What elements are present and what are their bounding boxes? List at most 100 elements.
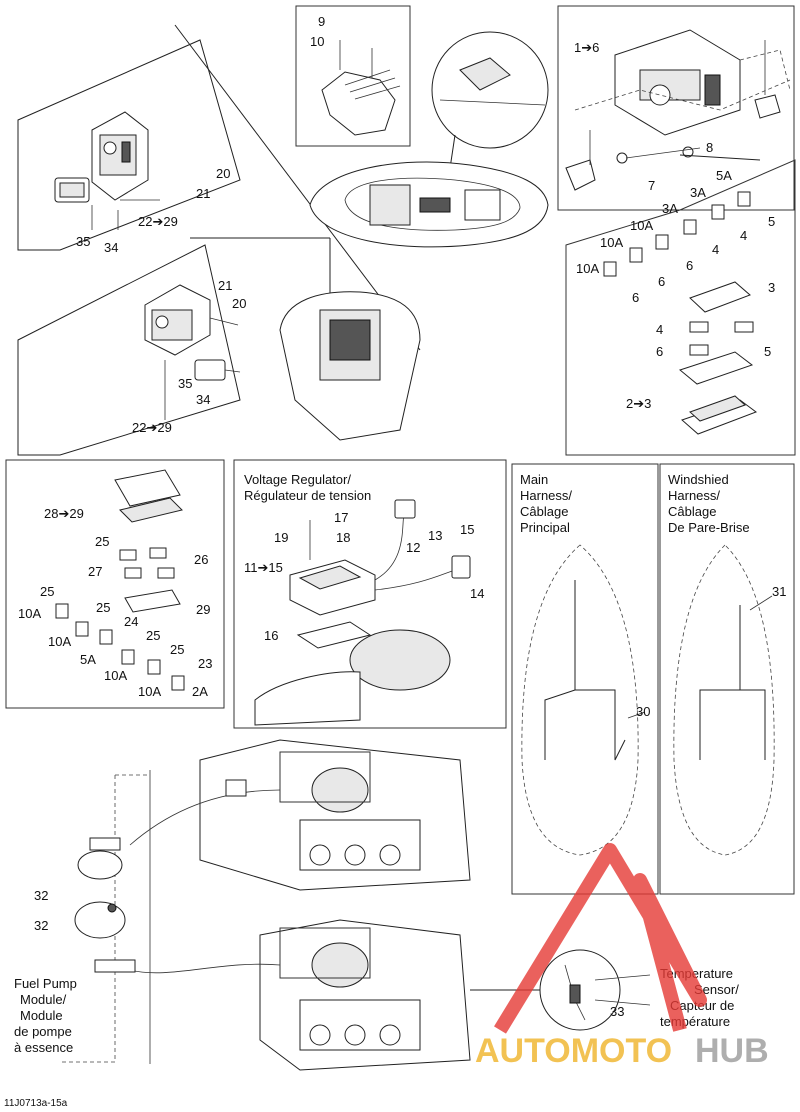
hull-front-view [279, 291, 421, 441]
regulator-unit [289, 559, 376, 616]
callout-6-d: 6 [656, 344, 663, 359]
callout-21-mid: 21 [218, 278, 232, 293]
callout-28-29: 28➔29 [44, 506, 84, 521]
callout-25-e: 25 [170, 642, 184, 657]
windshield-harness-title-4: De Pare-Brise [668, 520, 750, 535]
callout-5-b: 5 [764, 344, 771, 359]
callout-5A-b: 5A [80, 652, 96, 667]
mid-left-assembly: 21 20 35 34 22➔29 [17, 237, 331, 456]
callout-15: 15 [460, 522, 474, 537]
callout-25-d: 25 [146, 628, 160, 643]
callout-25-b: 25 [40, 584, 54, 599]
hull-top-view [309, 161, 549, 248]
callout-13: 13 [428, 528, 442, 543]
main-harness-title-3: Câblage [520, 504, 568, 519]
engine-lower [129, 919, 471, 1071]
fuse-box-top-left [91, 111, 149, 201]
fuel-pump-label-5: à essence [14, 1040, 73, 1055]
callout-12: 12 [406, 540, 420, 555]
callout-4-b: 4 [712, 242, 719, 257]
main-harness-title-4: Principal [520, 520, 570, 535]
fuel-pump-label-1: Fuel Pump [14, 976, 77, 991]
callout-9: 9 [318, 14, 325, 29]
magnifier-detail [431, 31, 549, 236]
callout-10: 10 [310, 34, 324, 49]
fuel-pump-label-4: de pompe [14, 1024, 72, 1039]
callout-20: 20 [216, 166, 230, 181]
callout-2A: 2A [192, 684, 208, 699]
callout-11-15: 11➔15 [244, 560, 283, 575]
relay-top-left [54, 177, 90, 203]
windshield-harness-title-3: Câblage [668, 504, 716, 519]
fuse-holder-exploded: 28➔29 25 26 27 25 10A 25 29 10A 24 25 5A… [5, 459, 225, 709]
callout-31: 31 [772, 584, 786, 599]
top-left-assembly: 20 21 22➔29 35 34 [17, 24, 421, 351]
air-filter [254, 629, 451, 726]
callout-6-b: 6 [658, 274, 665, 289]
callout-6: 6 [686, 258, 693, 273]
callout-23: 23 [198, 656, 212, 671]
callout-5A: 5A [716, 168, 732, 183]
callout-3: 3 [768, 280, 775, 295]
windshield-harness-title-1: Windshied [668, 472, 729, 487]
callout-19: 19 [274, 530, 288, 545]
watermark-text-1: AUTOMOTO [475, 1032, 672, 1070]
callout-25-c: 25 [96, 600, 110, 615]
windshield-harness-title-2: Harness/ [668, 488, 720, 503]
callout-10A-3: 10A [576, 261, 599, 276]
watermark-text-2: HUB [695, 1032, 769, 1070]
callout-4-c: 4 [656, 322, 663, 337]
callout-6-c: 6 [632, 290, 639, 305]
callout-32-b: 32 [34, 918, 48, 933]
callout-29: 29 [196, 602, 210, 617]
callout-7: 7 [648, 178, 655, 193]
main-harness-title-2: Harness/ [520, 488, 572, 503]
callout-17: 17 [334, 510, 348, 525]
temp-sensor-label-2: Sensor/ [694, 982, 739, 997]
connector-detail: 9 10 [295, 5, 411, 147]
callout-1-6: 1➔6 [574, 40, 599, 55]
callout-33: 33 [610, 1004, 624, 1019]
callout-34-mid: 34 [196, 392, 210, 407]
callout-8: 8 [706, 140, 713, 155]
watermark-logo [494, 843, 707, 1034]
callout-35-mid: 35 [178, 376, 192, 391]
fuel-pump-parts: 32 32 Fuel Pump Module/ Module de pompe … [14, 837, 136, 1055]
callout-26: 26 [194, 552, 208, 567]
bolt-right [754, 40, 781, 119]
callout-22-29: 22➔29 [138, 214, 178, 229]
callout-10A-2: 10A [600, 235, 623, 250]
callout-18: 18 [336, 530, 350, 545]
callout-2-3: 2➔3 [626, 396, 651, 411]
fuse-box-exploded: 1➔6 8 7 [557, 5, 795, 211]
callout-10A-b: 10A [48, 634, 71, 649]
fuse-detail-right: 5A 3A 3A 10A 10A 10A 5 4 4 6 6 6 3 4 5 6… [565, 154, 796, 456]
fuel-pump-label-3: Module [20, 1008, 63, 1023]
callout-3A: 3A [690, 185, 706, 200]
engine-upper [129, 739, 471, 891]
callout-14: 14 [470, 586, 484, 601]
callout-4: 4 [740, 228, 747, 243]
callout-32-a: 32 [34, 888, 48, 903]
main-harness-title-1: Main [520, 472, 548, 487]
fuel-pump-label-2: Module/ [20, 992, 67, 1007]
callout-10A-1: 10A [630, 218, 653, 233]
callout-16: 16 [264, 628, 278, 643]
callout-30: 30 [636, 704, 650, 719]
callout-24: 24 [124, 614, 138, 629]
callout-20-mid: 20 [232, 296, 246, 311]
voltage-regulator-section: Voltage Regulator/ Régulateur de tension… [233, 459, 507, 729]
voltage-regulator-title-fr: Régulateur de tension [244, 488, 371, 503]
main-harness-section: Main Harness/ Câblage Principal 30 [511, 463, 659, 895]
callout-25: 25 [95, 534, 109, 549]
windshield-harness-section: Windshied Harness/ Câblage De Pare-Brise… [659, 463, 795, 895]
callout-21: 21 [196, 186, 210, 201]
watermark: AUTOMOTO HUB [475, 843, 769, 1070]
callout-34: 34 [104, 240, 118, 255]
callout-10A-c: 10A [104, 668, 127, 683]
callout-10A-d: 10A [138, 684, 161, 699]
voltage-regulator-title: Voltage Regulator/ [244, 472, 351, 487]
callout-27: 27 [88, 564, 102, 579]
callout-35: 35 [76, 234, 90, 249]
